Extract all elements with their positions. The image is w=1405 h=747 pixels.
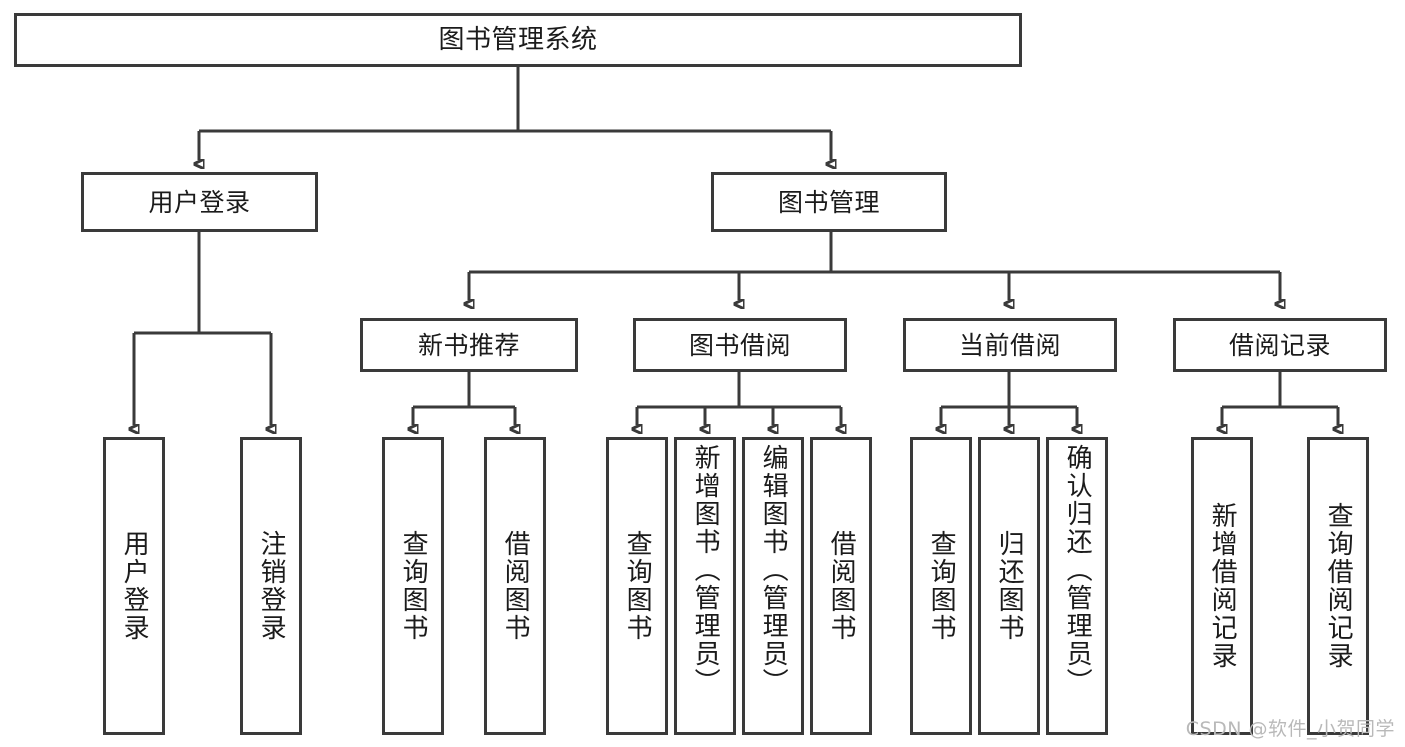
leaf-book-borrow-query-book[interactable]: 查询图书: [606, 437, 668, 735]
leaf-book-borrow-query-book-label: 查询图书: [622, 530, 653, 642]
node-user-login-label: 用户登录: [148, 187, 251, 217]
node-book-borrow-label: 图书借阅: [688, 330, 791, 360]
leaf-borrow-record-add-record[interactable]: 新增借阅记录: [1191, 437, 1253, 735]
node-root-label: 图书管理系统: [438, 25, 598, 55]
leaf-current-borrow-query-book[interactable]: 查询图书: [910, 437, 972, 735]
leaf-borrow-record-query-record[interactable]: 查询借阅记录: [1307, 437, 1369, 735]
node-root-book-management-system[interactable]: 图书管理系统: [14, 13, 1022, 67]
leaf-borrow-record-add-record-label: 新增借阅记录: [1207, 502, 1238, 670]
csdn-watermark: CSDN @软件_小贺同学: [1185, 718, 1395, 740]
node-user-login[interactable]: 用户登录: [81, 172, 318, 232]
leaf-new-book-borrow-book-label: 借阅图书: [500, 530, 531, 642]
node-borrow-record-label: 借阅记录: [1228, 330, 1331, 360]
leaf-new-book-query-book-label: 查询图书: [398, 530, 429, 642]
leaf-new-book-borrow-book[interactable]: 借阅图书: [484, 437, 546, 735]
leaf-book-borrow-add-book[interactable]: 新增图书（管理员）: [674, 437, 736, 735]
leaf-current-borrow-query-book-label: 查询图书: [926, 530, 957, 642]
leaf-current-borrow-return-book[interactable]: 归还图书: [978, 437, 1040, 735]
node-new-book-recommend[interactable]: 新书推荐: [360, 318, 578, 372]
node-current-borrow-label: 当前借阅: [958, 330, 1061, 360]
leaf-current-borrow-confirm-return[interactable]: 确认归还（管理员）: [1046, 437, 1108, 735]
node-book-management-label: 图书管理: [777, 187, 880, 217]
leaf-user-login-login[interactable]: 用户登录: [103, 437, 165, 735]
leaf-user-login-logout[interactable]: 注销登录: [240, 437, 302, 735]
node-borrow-record[interactable]: 借阅记录: [1173, 318, 1387, 372]
leaf-user-login-login-label: 用户登录: [119, 530, 150, 642]
leaf-borrow-record-query-record-label: 查询借阅记录: [1323, 502, 1354, 670]
leaf-book-borrow-borrow-book[interactable]: 借阅图书: [810, 437, 872, 735]
node-book-borrow[interactable]: 图书借阅: [633, 318, 847, 372]
leaf-current-borrow-confirm-return-label: 确认归还（管理员）: [1062, 444, 1093, 696]
node-new-book-recommend-label: 新书推荐: [417, 330, 520, 360]
leaf-book-borrow-borrow-book-label: 借阅图书: [826, 530, 857, 642]
leaf-book-borrow-edit-book-label: 编辑图书（管理员）: [758, 444, 789, 696]
node-book-management[interactable]: 图书管理: [711, 172, 947, 232]
leaf-book-borrow-edit-book[interactable]: 编辑图书（管理员）: [742, 437, 804, 735]
leaf-new-book-query-book[interactable]: 查询图书: [382, 437, 444, 735]
leaf-user-login-logout-label: 注销登录: [256, 530, 287, 642]
leaf-current-borrow-return-book-label: 归还图书: [994, 530, 1025, 642]
leaf-book-borrow-add-book-label: 新增图书（管理员）: [690, 444, 721, 696]
node-current-borrow[interactable]: 当前借阅: [903, 318, 1117, 372]
